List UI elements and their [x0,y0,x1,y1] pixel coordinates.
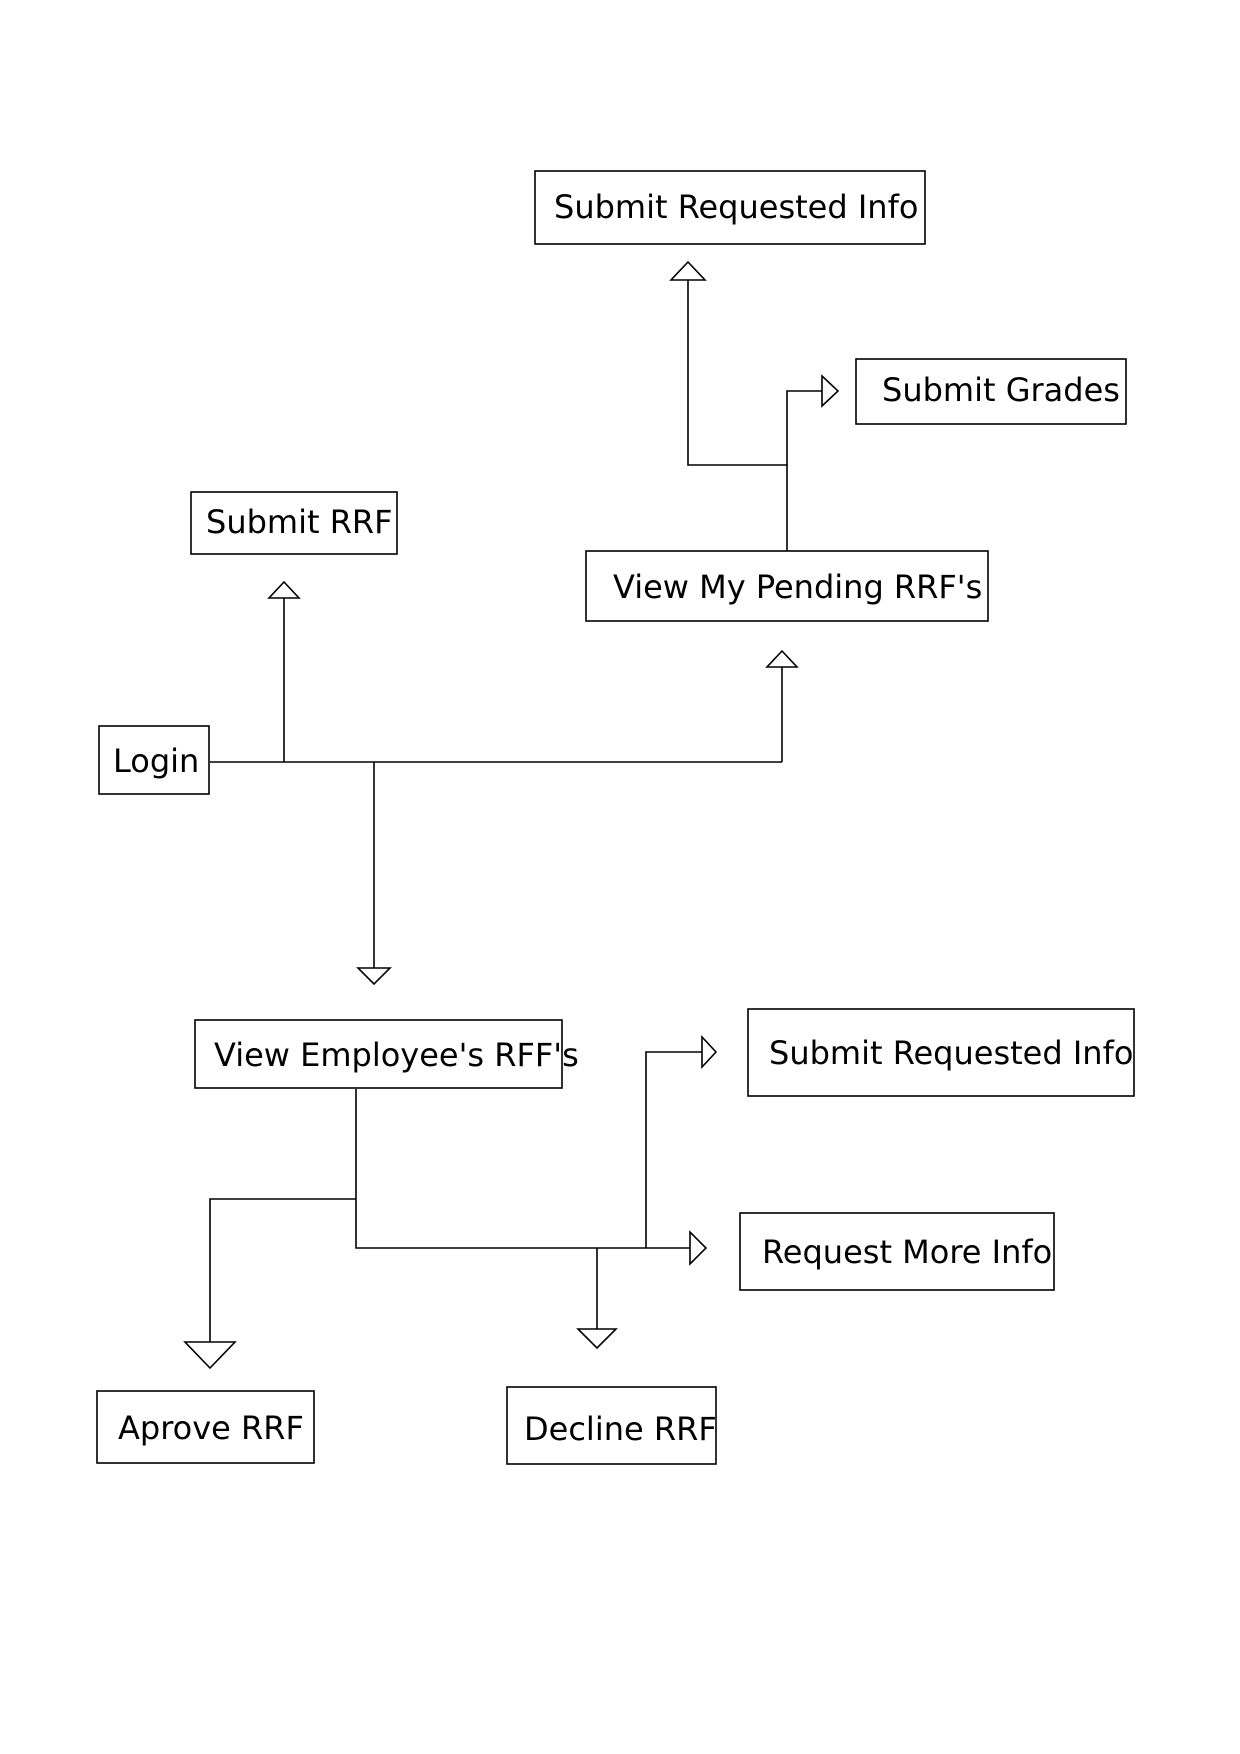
arrow-right-submit-info-bottom [701,1034,718,1070]
edge-employees-submit-info [645,1051,702,1248]
arrow-down-aprove [183,1341,237,1370]
edge-pending-submit-grades [786,390,822,465]
arrow-up-submit-info-top [669,260,707,281]
edge-employees-aprove [209,1198,356,1342]
svg-text:View My Pending RRF's: View My Pending RRF's [613,568,982,606]
arrow-up-submit-rrf [267,580,301,599]
node-submit-rrf: Submit RRF [190,491,398,555]
svg-text:Submit Grades: Submit Grades [882,371,1120,409]
node-view-my-pending-rrfs: View My Pending RRF's [585,550,989,622]
node-request-more-info: Request More Info [739,1212,1055,1291]
svg-text:Aprove RRF: Aprove RRF [118,1409,304,1447]
edge-pending-trunk [687,280,788,551]
edge-employees-trunk [355,1089,690,1249]
node-view-employees-rffs: View Employee's RFF's [194,1019,579,1089]
node-submit-requested-info-bottom: Submit Requested Info [747,1008,1135,1097]
svg-text:View Employee's RFF's: View Employee's RFF's [214,1036,579,1074]
node-submit-grades: Submit Grades [855,358,1127,425]
svg-text:Login: Login [113,742,199,780]
arrow-right-request-more [689,1230,708,1266]
connectors [209,280,822,1342]
node-login: Login [98,725,210,795]
arrow-up-view-pending [765,649,799,668]
svg-text:Decline RRF: Decline RRF [524,1410,717,1448]
node-decline-rrf: Decline RRF [506,1386,717,1465]
node-submit-requested-info-top: Submit Requested Info [534,170,926,245]
svg-text:Submit RRF: Submit RRF [206,503,393,541]
arrowheads [183,260,840,1370]
svg-text:Submit Requested Info: Submit Requested Info [769,1034,1133,1072]
arrow-down-decline [576,1328,618,1350]
svg-text:Submit Requested Info: Submit Requested Info [554,188,918,226]
svg-text:Request More Info: Request More Info [762,1233,1052,1271]
node-aprove-rrf: Aprove RRF [96,1390,315,1464]
arrow-down-view-employees [356,967,392,986]
arrow-right-submit-grades [821,374,840,408]
